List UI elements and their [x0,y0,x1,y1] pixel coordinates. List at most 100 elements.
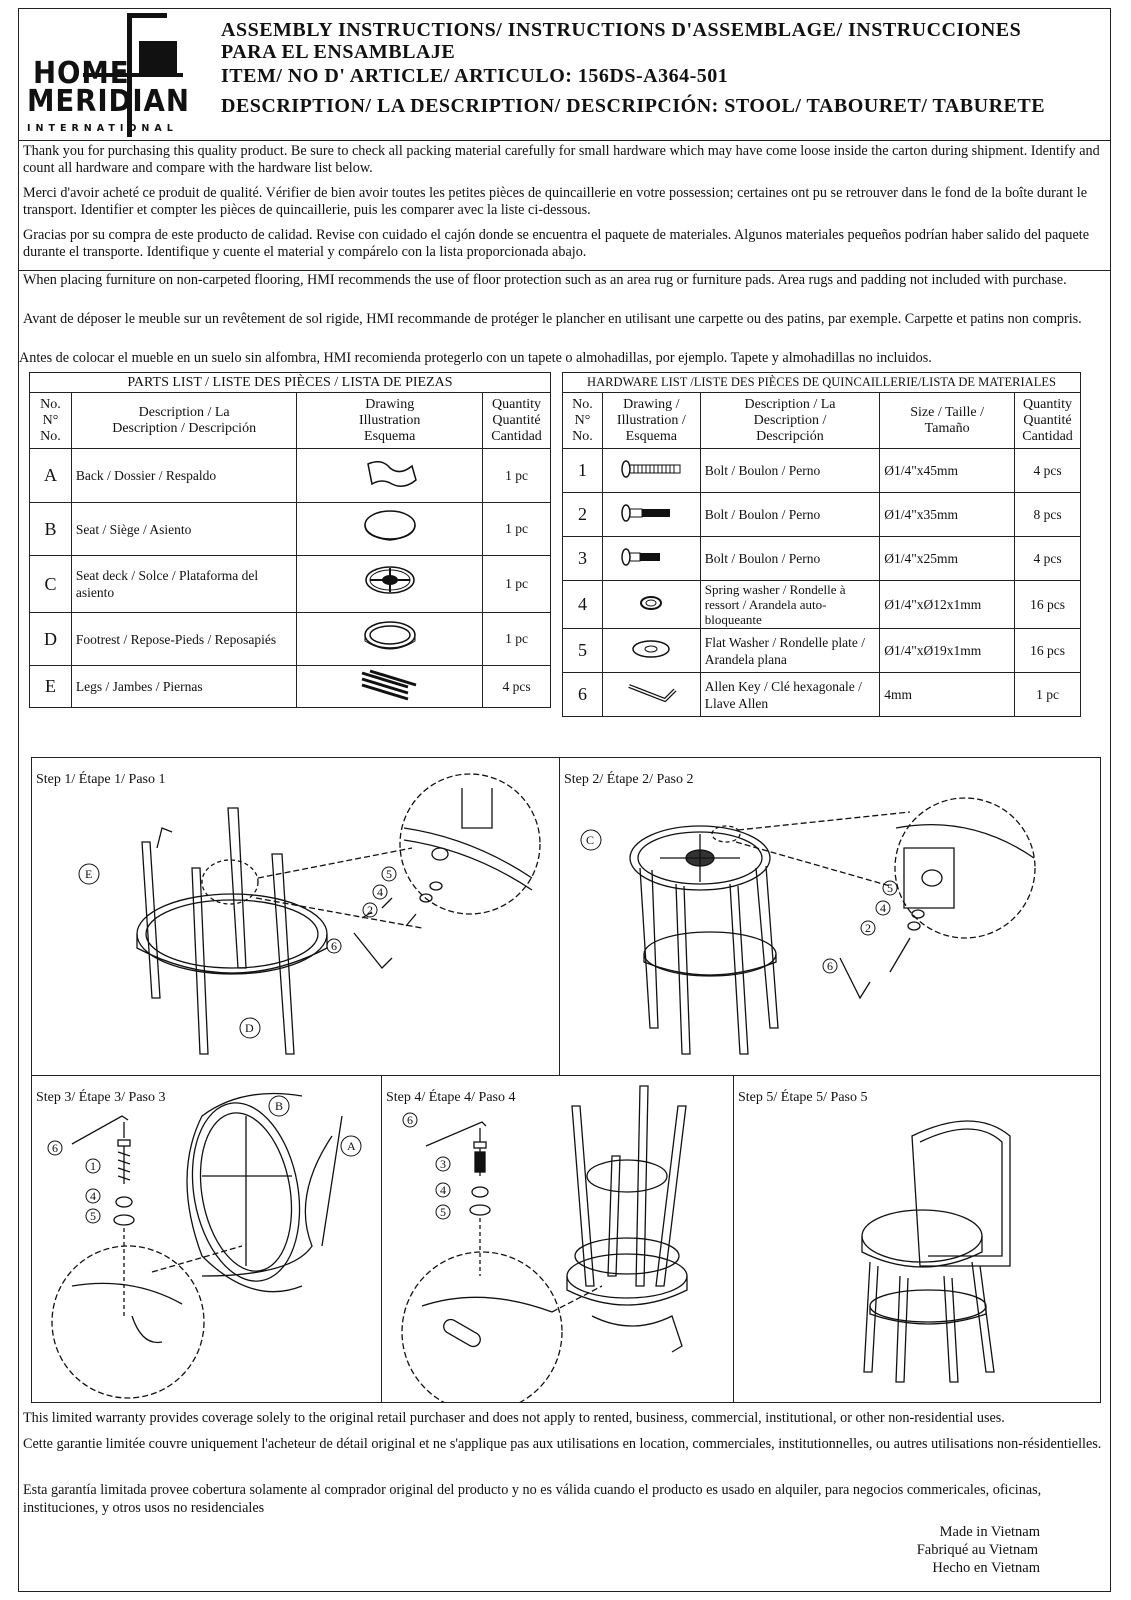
hardware-quantity: 4 pcs [1014,536,1081,581]
parts-list-table: PARTS LIST / LISTE DES PIÈCES / LISTA DE… [29,372,551,708]
hardware-quantity: 16 pcs [1014,628,1081,673]
floor-note-english: When placing furniture on non-carpeted f… [23,272,1067,288]
step-title: Step 2/ Étape 2/ Paso 2 [564,772,694,787]
seat-icon [296,502,484,556]
callout-5: 5 [440,1205,446,1219]
item-number: ITEM/ NO D' ARTICLE/ ARTICULO: 156DS-A36… [221,65,729,87]
origin-french: Fabriqué au Vietnam [916,1542,1038,1558]
callout-4: 4 [880,901,886,915]
part-letter: C [29,555,72,613]
hardware-number: 5 [562,628,603,673]
origin-spanish: Hecho en Vietnam [932,1560,1040,1576]
part-description: Seat deck / Solce / Plataforma del asien… [70,555,298,613]
spring-washer-icon [601,580,701,629]
hardware-col-no: No.N°No. [562,392,603,449]
legs-icon [296,665,484,708]
part-description: Seat / Siège / Asiento [70,502,298,556]
hardware-row: 5 Flat Washer / Rondelle plate / Arandel… [562,628,1081,673]
hardware-list-table: HARDWARE LIST /LISTE DES PIÈCES DE QUINC… [562,372,1081,717]
callout-2: 2 [367,903,373,917]
part-quantity: 1 pc [482,555,551,613]
hardware-description: Allen Key / Clé hexagonale / Llave Allen [699,672,881,717]
part-description: Legs / Jambes / Piernas [70,665,298,708]
hardware-quantity: 1 pc [1014,672,1081,717]
callout-e: E [85,867,92,881]
callout-6: 6 [331,939,337,953]
hardware-size: Ø1/4"x25mm [879,536,1016,581]
part-quantity: 1 pc [482,612,551,666]
callout-2: 2 [865,921,871,935]
hardware-row: 4 Spring washer / Rondelle à ressort / A… [562,580,1081,629]
step-3-diagram: B A 6 1 4 5 [47,1092,362,1399]
floor-note-french: Avant de déposer le meuble sur un revête… [23,311,1082,327]
hardware-description: Bolt / Boulon / Perno [699,492,881,537]
step-title: Step 1/ Étape 1/ Paso 1 [36,772,166,787]
step-5-panel: Step 5/ Étape 5/ Paso 5 [734,1076,1100,1402]
callout-6: 6 [52,1141,58,1155]
callout-d: D [245,1021,254,1035]
parts-row: A Back / Dossier / Respaldo 1 pc [29,448,551,503]
hardware-number: 2 [562,492,603,537]
step-2-panel: Step 2/ Étape 2/ Paso 2 [560,758,1100,1076]
callout-4: 4 [90,1189,96,1203]
hardware-size: Ø1/4"xØ19x1mm [879,628,1016,673]
brand-line-3: INTERNATIONAL [27,123,178,134]
product-description: DESCRIPTION/ LA DESCRIPTION/ DESCRIPCIÓN… [221,95,1046,117]
hardware-number: 4 [562,580,603,629]
callout-4: 4 [440,1183,446,1197]
hardware-row: 1 Bolt / Boulon / Perno Ø1/4"x45mm 4 pcs [562,448,1081,493]
step-3-panel: Step 3/ Étape 3/ Paso 3 [32,1076,382,1402]
parts-row: D Footrest / Repose-Pieds / Reposapiés 1… [29,612,551,666]
header-title-line-2: PARA EL ENSAMBLAJE [221,41,456,63]
header: HOME MERIDIAN INTERNATIONAL ASSEMBLY INS… [19,9,1110,141]
callout-1: 1 [90,1159,96,1173]
part-description: Back / Dossier / Respaldo [70,448,298,503]
step-1-diagram: E D 5 4 2 6 [78,773,541,1055]
part-letter: E [29,665,72,708]
hardware-size: Ø1/4"x35mm [879,492,1016,537]
hardware-list-caption: HARDWARE LIST /LISTE DES PIÈCES DE QUINC… [562,372,1081,393]
header-title-line-1: ASSEMBLY INSTRUCTIONS/ INSTRUCTIONS D'AS… [221,19,1022,41]
hardware-size: Ø1/4"x45mm [879,448,1016,493]
step-4-diagram: 6 3 4 5 [401,1085,688,1402]
warranty-spanish: Esta garantía limitada provee cobertura … [23,1482,1042,1516]
flat-washer-icon [601,628,701,673]
hardware-number: 6 [562,672,603,717]
step-5-diagram [861,1120,1011,1383]
hardware-description: Bolt / Boulon / Perno [699,448,881,493]
part-letter: A [29,448,72,503]
assembly-steps: Step 1/ Étape 1/ Paso 1 [31,757,1101,1403]
hardware-description: Flat Washer / Rondelle plate / Arandela … [699,628,881,673]
part-letter: B [29,502,72,556]
hardware-col-size: Size / Taille /Tamaño [879,392,1016,449]
step-4-panel: Step 4/ Étape 4/ Paso 4 [382,1076,734,1402]
hardware-col-drawing: Drawing /Illustration /Esquema [601,392,701,449]
hardware-quantity: 16 pcs [1014,580,1081,629]
hardware-row: 6 Allen Key / Clé hexagonale / Llave All… [562,672,1081,717]
hardware-description: Spring washer / Rondelle à ressort / Ara… [699,580,881,629]
callout-6: 6 [407,1113,413,1127]
hardware-size: Ø1/4"xØ12x1mm [879,580,1016,629]
callout-a: A [347,1139,356,1153]
part-quantity: 4 pcs [482,665,551,708]
hardware-row: 3 Bolt / Boulon / Perno Ø1/4"x25mm 4 pcs [562,536,1081,581]
part-description: Footrest / Repose-Pieds / Reposapiés [70,612,298,666]
allen-key-icon [601,672,701,717]
step-1-panel: Step 1/ Étape 1/ Paso 1 [32,758,560,1076]
part-quantity: 1 pc [482,502,551,556]
hardware-quantity: 8 pcs [1014,492,1081,537]
callout-b: B [275,1099,283,1113]
callout-3: 3 [440,1157,446,1171]
hardware-size: 4mm [879,672,1016,717]
bolt-short-icon [601,536,701,581]
part-letter: D [29,612,72,666]
brand-line-1: HOME [33,56,130,91]
callout-5: 5 [887,881,893,895]
floor-note-spanish: Antes de colocar el mueble en un suelo s… [19,350,932,366]
hardware-description: Bolt / Boulon / Perno [699,536,881,581]
callout-4: 4 [377,885,383,899]
